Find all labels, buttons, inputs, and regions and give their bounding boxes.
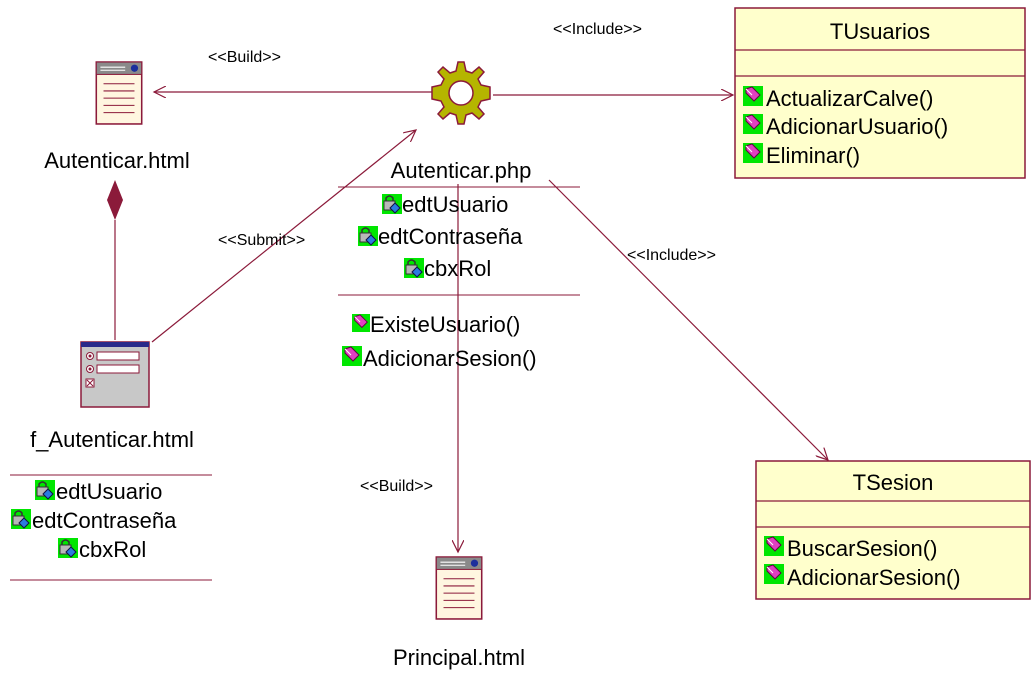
tsesion-class[interactable]: TSesion BuscarSesion() AdicionarSesion() [755, 460, 1031, 600]
tusuarios-class[interactable]: TUsuarios ActualizarCalve() AdicionarUsu… [734, 7, 1026, 179]
f-autenticar-label: f_Autenticar.html [30, 427, 194, 452]
operation-label: AdicionarUsuario() [766, 114, 948, 139]
operation-icon [352, 314, 370, 332]
relationships [114, 92, 828, 552]
operation-icon [341, 346, 363, 366]
stereotype-submit: <<Submit>> [218, 232, 305, 249]
operation-label: ExisteUsuario() [370, 312, 520, 337]
principal-label: Principal.html [393, 645, 525, 670]
web-page-icon [435, 556, 483, 620]
attribute-label: edtUsuario [402, 192, 508, 217]
attribute-row: edtContraseña [11, 508, 177, 533]
composition-diamond [107, 180, 123, 220]
include-to-tsesion [548, 179, 828, 460]
attribute-label: edtContraseña [378, 224, 523, 249]
gear-icon [431, 61, 491, 125]
operation-icon [763, 536, 785, 556]
operation-icon [742, 143, 764, 163]
class-name: TSesion [853, 470, 934, 495]
operation-row: ActualizarCalve() [742, 86, 934, 111]
operation-icon [742, 86, 764, 106]
attribute-label: edtContraseña [32, 508, 177, 533]
attribute-row: edtUsuario [382, 192, 508, 217]
operation-row: BuscarSesion() [763, 536, 937, 561]
operation-row: AdicionarUsuario() [742, 114, 948, 139]
operation-label: Eliminar() [766, 143, 860, 168]
attribute-icon [358, 226, 378, 246]
attribute-label: cbxRol [79, 537, 146, 562]
attribute-label: cbxRol [424, 256, 491, 281]
web-page-icon [95, 61, 143, 125]
autenticar-html-label: Autenticar.html [44, 148, 190, 173]
submit-to-autenticar-php [151, 130, 416, 343]
operation-label: BuscarSesion() [787, 536, 937, 561]
operation-row: AdicionarSesion() [763, 564, 961, 590]
form-icon [80, 341, 150, 408]
stereotype-include-right: <<Include>> [627, 247, 716, 264]
attribute-row: edtContraseña [358, 224, 523, 249]
autenticar-php-label: Autenticar.php [391, 158, 532, 183]
attribute-icon [35, 480, 55, 500]
stereotype-build-bottom: <<Build>> [360, 478, 433, 495]
attribute-label: edtUsuario [56, 479, 162, 504]
attribute-row: edtUsuario [35, 479, 162, 504]
attribute-icon [404, 258, 424, 278]
stereotype-build-top: <<Build>> [208, 49, 281, 66]
operation-label: AdicionarSesion() [363, 346, 537, 371]
attribute-row: cbxRol [58, 537, 146, 562]
autenticar-php-node[interactable]: Autenticar.php edtUsuario edtContraseña … [338, 61, 580, 371]
operation-row: Eliminar() [742, 143, 860, 168]
attribute-icon [382, 194, 402, 214]
operation-icon [742, 114, 764, 134]
autenticar-html-node[interactable]: Autenticar.html [44, 61, 190, 173]
attribute-row: cbxRol [404, 256, 491, 281]
f-autenticar-node[interactable]: f_Autenticar.html edtUsuario edtContrase… [10, 341, 212, 581]
operation-label: ActualizarCalve() [766, 86, 934, 111]
class-box [734, 7, 1026, 179]
operation-row: AdicionarSesion() [341, 346, 537, 371]
operation-label: AdicionarSesion() [787, 565, 961, 590]
class-name: TUsuarios [830, 19, 930, 44]
operation-icon [763, 564, 785, 584]
class-box [755, 460, 1031, 600]
principal-node[interactable]: Principal.html [393, 556, 525, 670]
operation-row: ExisteUsuario() [352, 312, 520, 337]
attribute-icon [58, 538, 78, 558]
attribute-icon [11, 509, 31, 529]
stereotype-include-top: <<Include>> [553, 21, 642, 38]
